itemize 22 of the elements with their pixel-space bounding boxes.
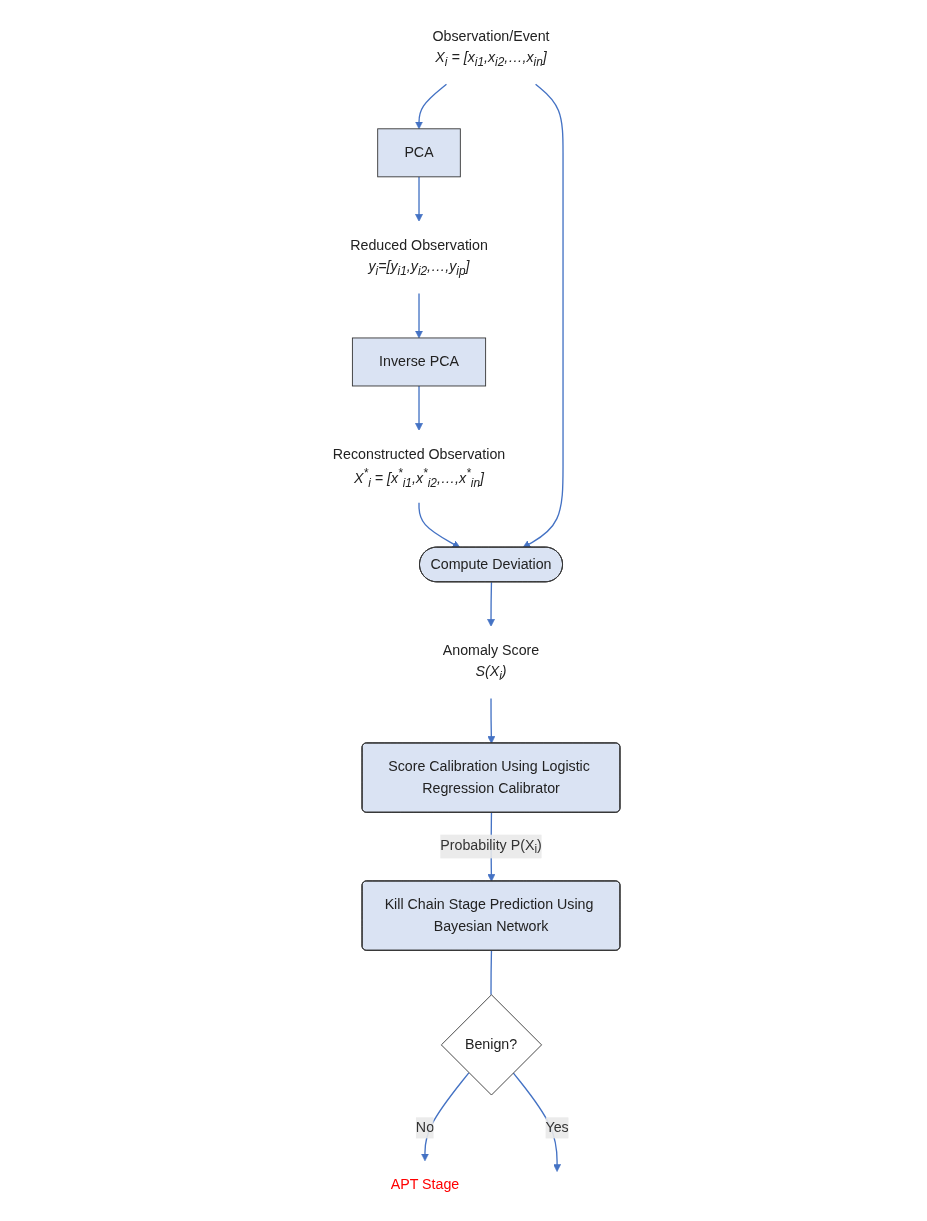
arrow — [523, 83, 565, 548]
node-text: Reconstructed Observation X$^{*}$$_{i}$ = [x$^{*}$$_{i1}$,x$^{*}$$_{i2}$,…,x$^{*}$$_{in}$] — [333, 446, 506, 490]
node-text: Reduced Observation y$_{i}$=[y$_{i1}$,y$_{i2}$,…,y$_{ip}$] — [350, 237, 489, 278]
node-text: Anomaly Score S(X$_{i}$) — [443, 642, 540, 683]
arrow — [415, 292, 424, 339]
connector — [490, 950, 493, 996]
arrow — [487, 581, 496, 627]
edge-label: Probability P(X$_{i}$) — [440, 837, 543, 857]
edge-label: No — [416, 1119, 435, 1136]
arrow — [418, 501, 461, 548]
arrow — [487, 697, 496, 744]
node-box: PCA — [377, 128, 462, 178]
node-text: APT Stage — [391, 1176, 460, 1192]
arrow — [415, 176, 424, 222]
arrow — [415, 83, 448, 130]
arrow — [415, 385, 424, 431]
node-box: Inverse PCA — [352, 337, 487, 387]
arrow — [421, 1072, 470, 1162]
node-diamond: Benign? — [441, 994, 543, 1096]
edge-label: Yes — [545, 1119, 570, 1136]
node-text: Observation/Event X$_{i}$ = [x$_{i1}$,x$_{i2}$,…,x$_{in}$] — [432, 28, 551, 69]
arrow — [513, 1072, 562, 1172]
